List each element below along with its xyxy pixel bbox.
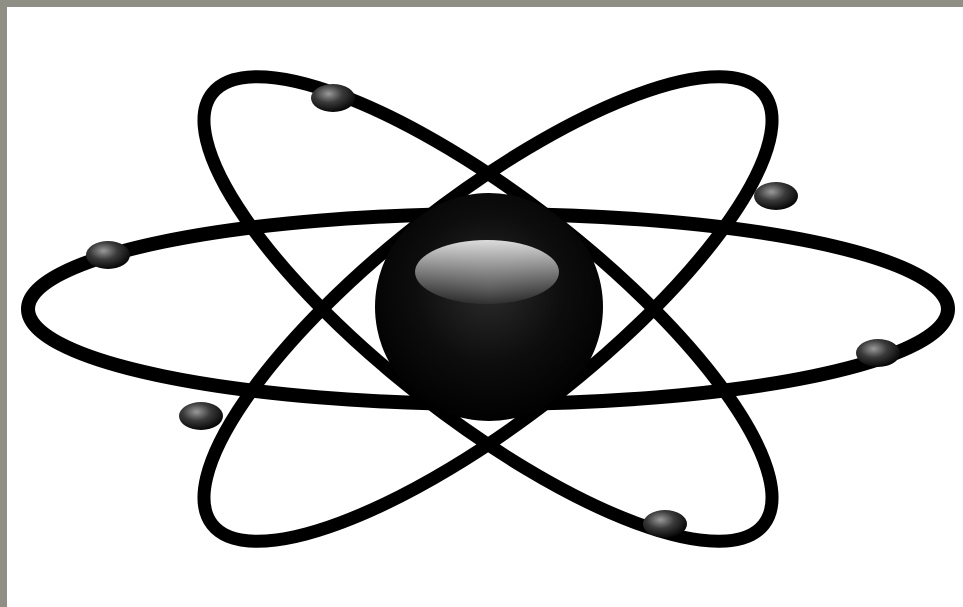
electron-3	[86, 241, 130, 269]
electron-6	[643, 510, 687, 538]
image-canvas	[7, 7, 963, 607]
nucleus-highlight	[415, 240, 559, 304]
nucleus	[375, 193, 603, 421]
electron-5	[179, 402, 223, 430]
atom-illustration	[7, 7, 963, 607]
electron-4	[856, 339, 900, 367]
electron-2	[754, 182, 798, 210]
electron-1	[311, 84, 355, 112]
